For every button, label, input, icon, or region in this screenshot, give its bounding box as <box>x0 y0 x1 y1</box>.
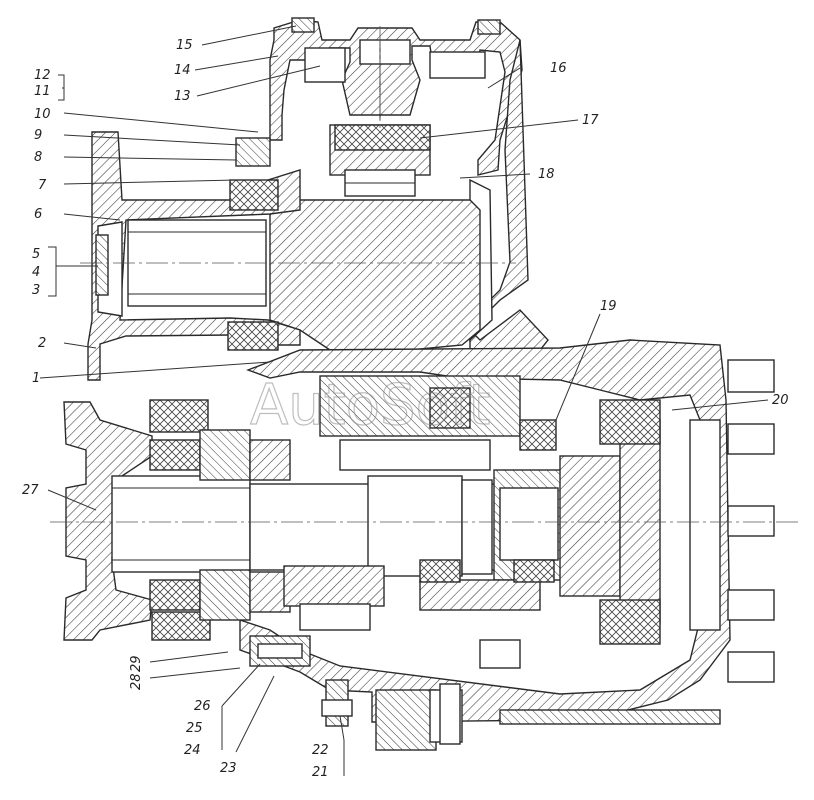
callout-8: 8 <box>34 150 42 165</box>
upper-housing <box>269 17 523 176</box>
callout-20: 20 <box>772 393 789 408</box>
right-mounting-studs <box>439 359 775 745</box>
callout-1: 1 <box>32 371 40 386</box>
callout-leaders <box>39 25 769 776</box>
intermediate-gears <box>249 375 557 667</box>
callout-5: 5 <box>32 247 40 262</box>
callout-11: 11 <box>34 84 51 99</box>
left-upper-flange <box>87 131 301 381</box>
callout-9: 9 <box>34 128 42 143</box>
callout-12: 12 <box>34 68 51 83</box>
callout-4: 4 <box>32 265 40 280</box>
callout-6: 6 <box>34 207 42 222</box>
callout-29: 29 <box>129 655 144 672</box>
left-lower-flange <box>63 399 251 641</box>
callout-15: 15 <box>176 38 193 53</box>
callout-22: 22 <box>312 743 329 758</box>
callout-24: 24 <box>184 743 201 758</box>
callout-10: 10 <box>34 107 51 122</box>
callout-labels: 15 14 13 12 11 10 9 8 7 6 5 4 3 2 1 16 1… <box>22 38 789 780</box>
right-housing-wall <box>469 39 549 351</box>
callout-16: 16 <box>550 61 567 76</box>
callout-19: 19 <box>600 299 617 314</box>
callout-21: 21 <box>312 765 329 780</box>
callout-18: 18 <box>538 167 555 182</box>
callout-2: 2 <box>38 336 46 351</box>
callout-26: 26 <box>194 699 211 714</box>
bottom-bolt <box>321 679 353 727</box>
callout-17: 17 <box>582 113 599 128</box>
watermark: AutoSoft <box>250 373 491 438</box>
callout-28: 28 <box>129 673 144 690</box>
callout-3: 3 <box>32 283 40 298</box>
central-gear-block <box>269 124 481 351</box>
main-shaft <box>249 399 661 645</box>
callout-27: 27 <box>22 483 39 498</box>
callout-7: 7 <box>38 178 47 193</box>
callout-13: 13 <box>174 89 191 104</box>
callout-23: 23 <box>220 761 237 776</box>
callout-25: 25 <box>186 721 203 736</box>
callout-14: 14 <box>174 63 191 78</box>
